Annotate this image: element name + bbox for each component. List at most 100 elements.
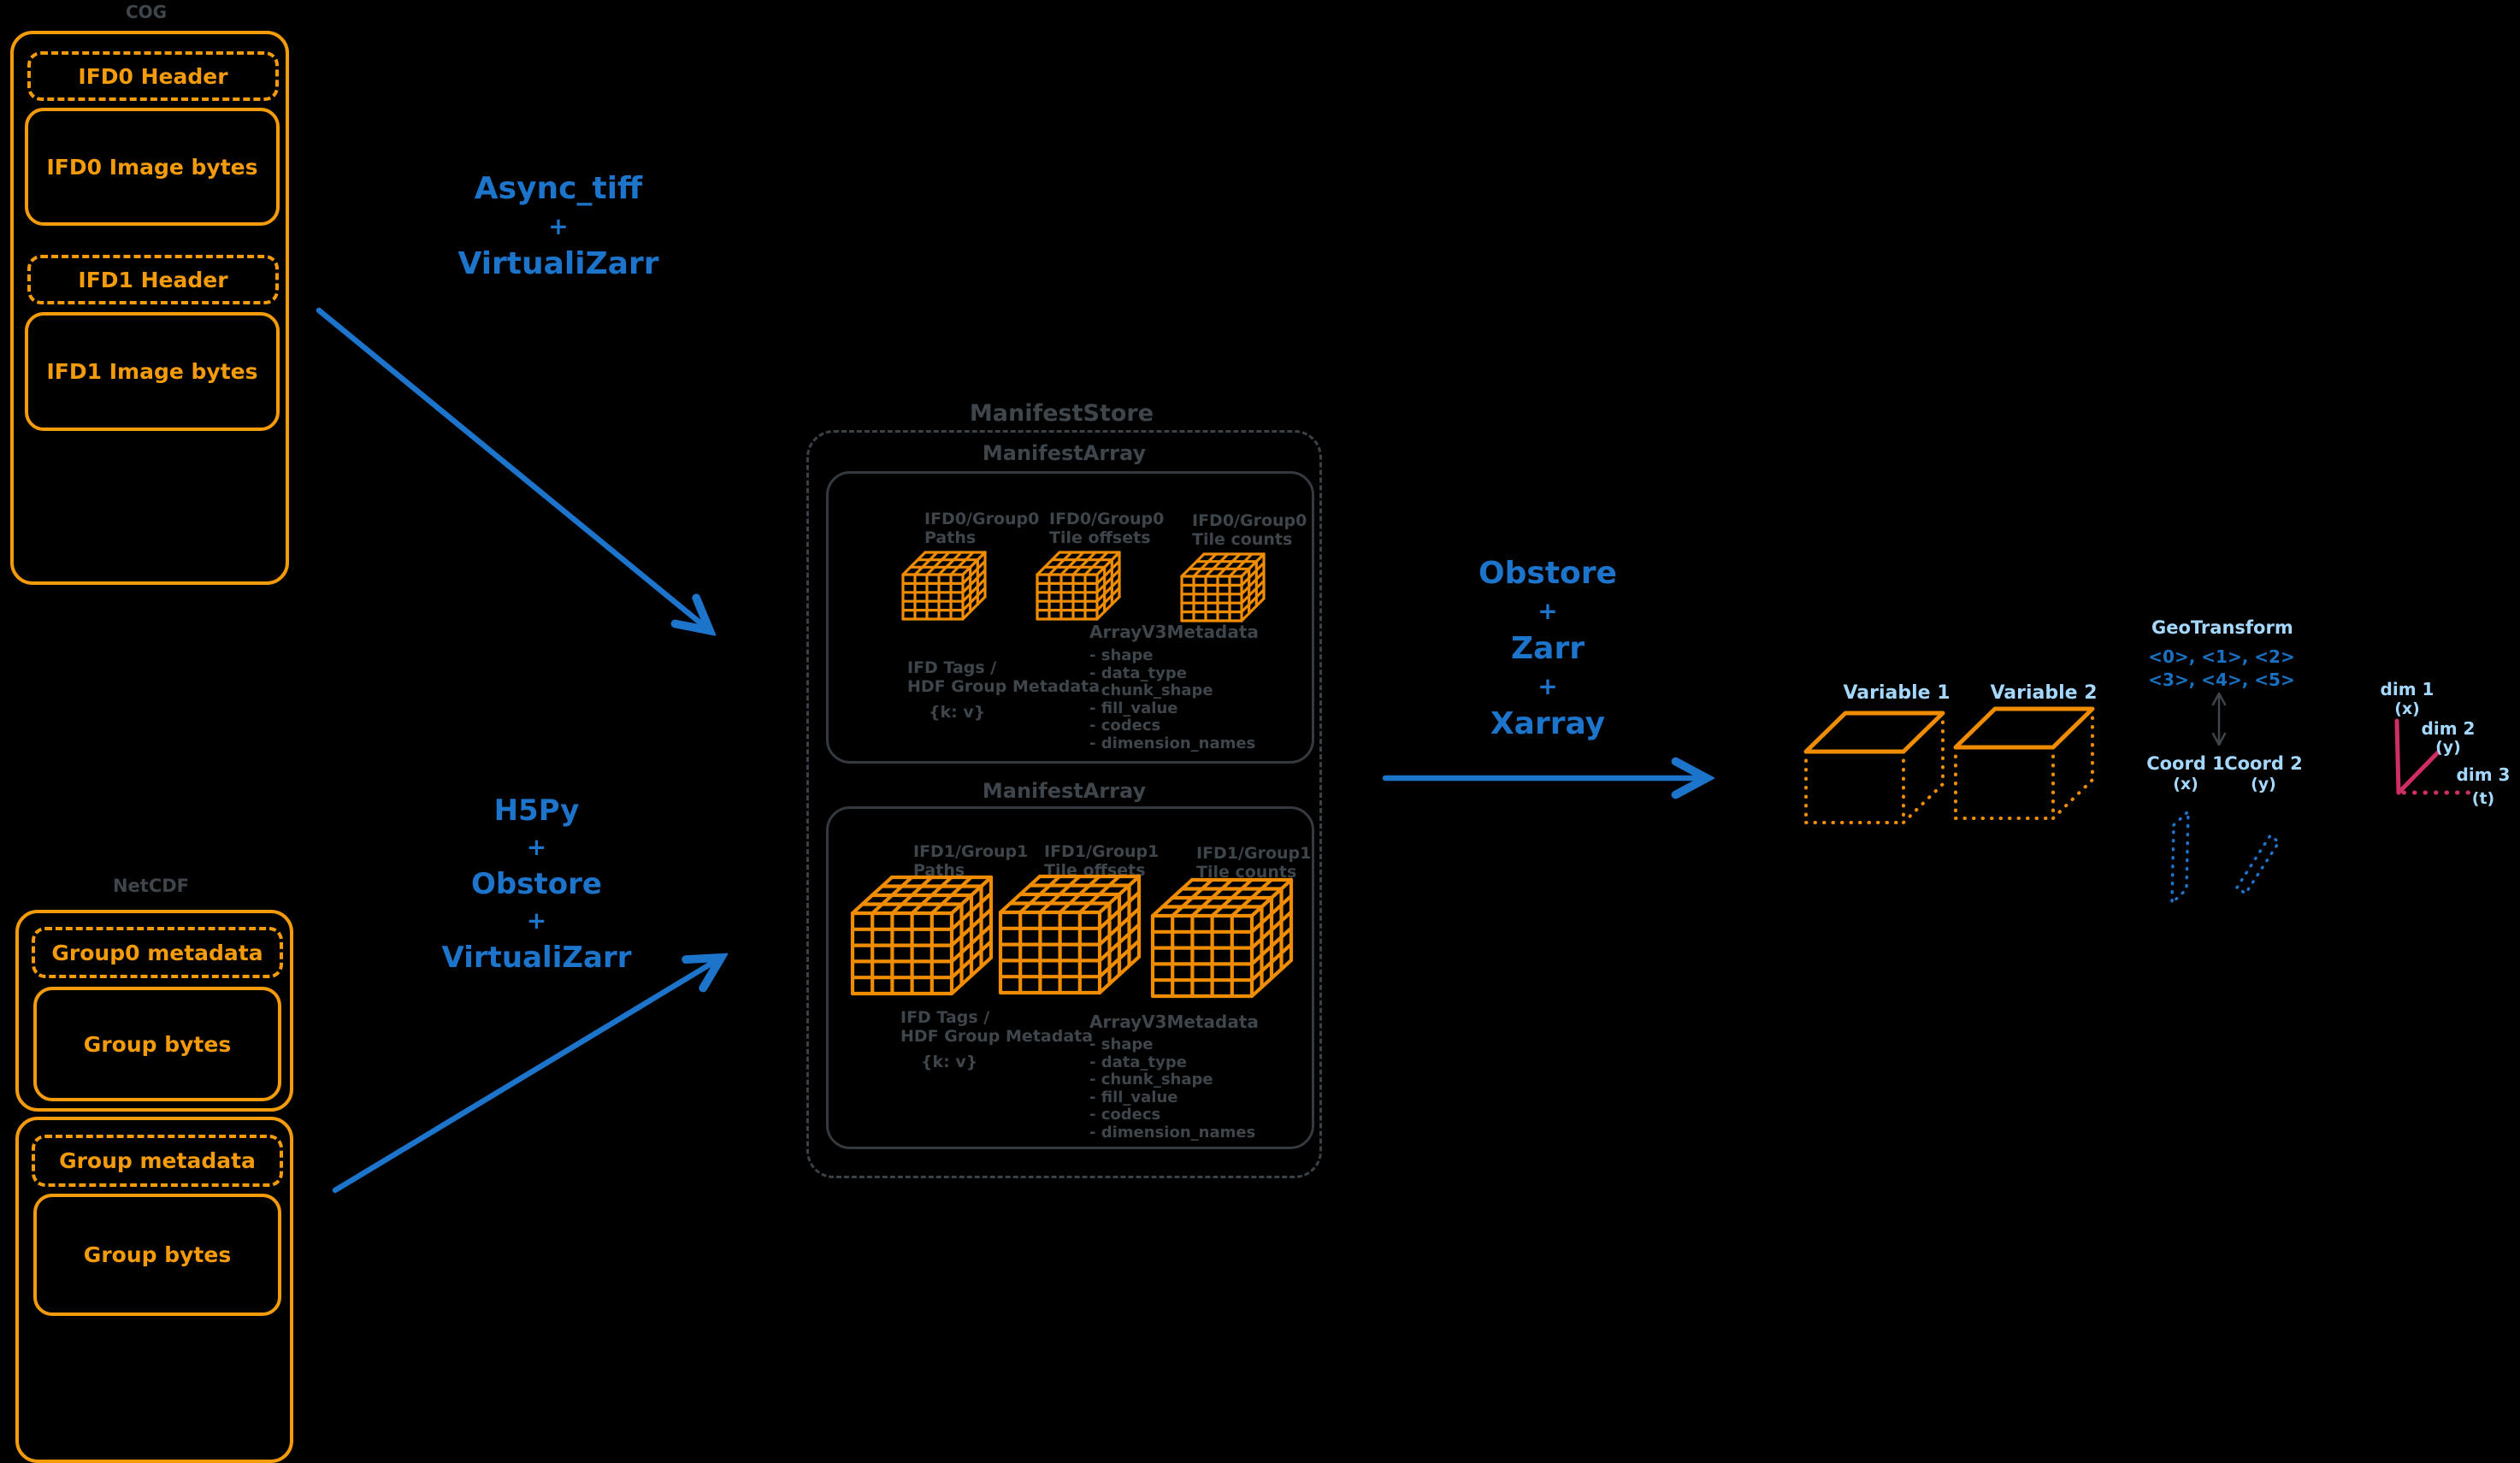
pipeline-line: Async_tiff [474, 171, 643, 206]
cog-file-box: IFD0 Header IFD0 Image bytes IFD1 Header… [10, 31, 289, 585]
ifd1-header-box: IFD1 Header [27, 255, 279, 304]
metadata-item: - fill_value [1089, 1088, 1178, 1106]
chunk-cube-icon [1180, 552, 1266, 622]
ifd-tags-line: HDF Group Metadata [900, 1027, 1094, 1046]
pipeline-line: VirtualiZarr [457, 246, 659, 281]
metadata-item: - codecs [1089, 717, 1161, 735]
pipeline-plus: + [548, 212, 569, 240]
cube-label-line: Paths [924, 528, 977, 547]
coord1-axis-label: (x) [2173, 775, 2198, 793]
dimension-axes-icon [2394, 718, 2472, 795]
cube-label-line: Tile counts [1196, 863, 1297, 882]
metadata-item: - chunk_shape [1089, 1071, 1213, 1089]
ifd-tags-label: IFD Tags / HDF Group Metadata [900, 1008, 1093, 1046]
pipeline-line: Obstore [471, 867, 602, 901]
cube-label-line: IFD1/Group1 [913, 842, 1029, 861]
metadata-item: - shape [1089, 646, 1154, 664]
cube-label: IFD0/Group0 Tile counts [1192, 511, 1307, 549]
arrow-netcdf-to-manifeststore-icon [332, 945, 735, 1194]
kv-label: {k: v} [921, 1053, 978, 1071]
geotransform-title: GeoTransform [2151, 617, 2293, 638]
ifd-tags-line: HDF Group Metadata [907, 677, 1101, 696]
metadata-item: - dimension_names [1089, 734, 1256, 752]
arrow-manifeststore-to-xarray-icon [1382, 763, 1720, 793]
metadata-item: - dimension_names [1089, 1123, 1256, 1141]
manifestarray-title: ManifestArray [982, 441, 1147, 465]
geotransform-row1: <0>, <1>, <2> [2148, 646, 2295, 667]
metadata-item: - codecs [1089, 1106, 1161, 1124]
pipeline-line: Obstore [1478, 556, 1617, 591]
ifd0-image-bytes-box: IFD0 Image bytes [25, 108, 280, 226]
coord1-label: Coord 1 [2146, 753, 2225, 774]
pipeline-line: Zarr [1511, 631, 1585, 666]
manifestarray-box: IFD0/Group0 Paths IFD0/Group0 Tile offse… [826, 471, 1314, 764]
metadata-item: - shape [1089, 1035, 1154, 1053]
chunk-cube-icon [1150, 877, 1294, 999]
coord2-vector-icon [2235, 834, 2281, 895]
geotransform-coord-link-arrow-icon [2211, 692, 2227, 746]
manifeststore-box: ManifestArray IFD0/Group0 Paths IFD0/Gro… [806, 430, 1322, 1178]
pipeline-plus: + [526, 833, 547, 861]
dim2-axis-label: (y) [2435, 738, 2461, 757]
dim2-label: dim 2 [2421, 718, 2476, 739]
chunk-cube-icon [998, 874, 1142, 995]
cube-label-line: IFD0/Group0 [1192, 511, 1307, 530]
group1-metadata-box: Group metadata [32, 1135, 283, 1187]
group0-metadata-box: Group0 metadata [32, 927, 283, 978]
geotransform-row2: <3>, <4>, <5> [2148, 670, 2295, 690]
arrayv3metadata-title: ArrayV3Metadata [1089, 622, 1259, 642]
pipeline-manifest-to-xarray: Obstore + Zarr + Xarray [1450, 554, 1645, 744]
metadata-item: - chunk_shape [1089, 681, 1213, 700]
dim1-label: dim 1 [2380, 679, 2434, 699]
pipeline-line: Xarray [1490, 706, 1606, 741]
metadata-item: - data_type [1089, 1053, 1187, 1071]
group1-bytes-box: Group bytes [33, 1194, 281, 1316]
pipeline-plus: + [1537, 597, 1558, 625]
variable-cube-icon [1803, 711, 1945, 824]
netcdf-title: NetCDF [112, 876, 190, 896]
variable2-label: Variable 2 [1990, 682, 2098, 704]
cube-label-line: Paths [913, 861, 965, 880]
group0-bytes-box: Group bytes [33, 987, 281, 1101]
cube-label-line: IFD1/Group1 [1044, 842, 1160, 861]
chunk-cube-icon [901, 551, 987, 621]
cube-label: IFD0/Group0 Paths [924, 510, 1039, 547]
cube-label-line: IFD0/Group0 [924, 510, 1040, 528]
variable1-label: Variable 1 [1843, 682, 1950, 704]
coord2-axis-label: (y) [2251, 775, 2276, 793]
manifestarray-title: ManifestArray [982, 779, 1147, 803]
arrayv3metadata-list: - shape - data_type - chunk_shape - fill… [1089, 1035, 1256, 1142]
manifeststore-title: ManifestStore [969, 400, 1154, 427]
dim3-label: dim 3 [2456, 764, 2511, 785]
ifd1-image-bytes-box: IFD1 Image bytes [25, 312, 280, 431]
dim3-axis-label: (t) [2471, 789, 2495, 808]
coord2-label: Coord 2 [2224, 753, 2303, 774]
pipeline-plus: + [1537, 672, 1558, 700]
metadata-item: - data_type [1089, 664, 1187, 682]
ifd-tags-line: IFD Tags / [907, 658, 997, 677]
pipeline-line: H5Py [493, 793, 580, 828]
dim1-axis-label: (x) [2394, 699, 2420, 718]
arrayv3metadata-list: - shape - data_type - chunk_shape - fill… [1089, 646, 1256, 753]
manifestarray-box: IFD1/Group1 Paths IFD1/Group1 Tile offse… [826, 806, 1314, 1149]
cube-label: IFD1/Group1 Paths [913, 842, 1028, 880]
cube-label-line: IFD1/Group1 [1196, 844, 1312, 863]
cube-label-line: Tile counts [1192, 530, 1293, 549]
cube-label: IFD0/Group0 Tile offsets [1049, 510, 1164, 547]
netcdf-group0-box: Group0 metadata Group bytes [15, 910, 293, 1112]
cube-label-line: Tile offsets [1049, 528, 1151, 547]
pipeline-netcdf-to-manifest: H5Py + Obstore + VirtualiZarr [440, 792, 633, 976]
chunk-cube-icon [1036, 551, 1121, 621]
kv-label: {k: v} [929, 703, 986, 722]
coord1-vector-icon [2170, 810, 2190, 905]
netcdf-group1-box: Group metadata Group bytes [15, 1117, 293, 1463]
pipeline-cog-to-manifest: Async_tiff + VirtualiZarr [451, 169, 665, 284]
ifd-tags-line: IFD Tags / [900, 1008, 990, 1027]
coord-vector-icons [2170, 810, 2281, 905]
ifd0-header-box: IFD0 Header [27, 51, 279, 101]
pipeline-plus: + [526, 906, 547, 935]
chunk-cube-icon [850, 875, 994, 996]
pipeline-line: VirtualiZarr [441, 941, 632, 975]
cube-label-line: IFD0/Group0 [1049, 510, 1165, 528]
